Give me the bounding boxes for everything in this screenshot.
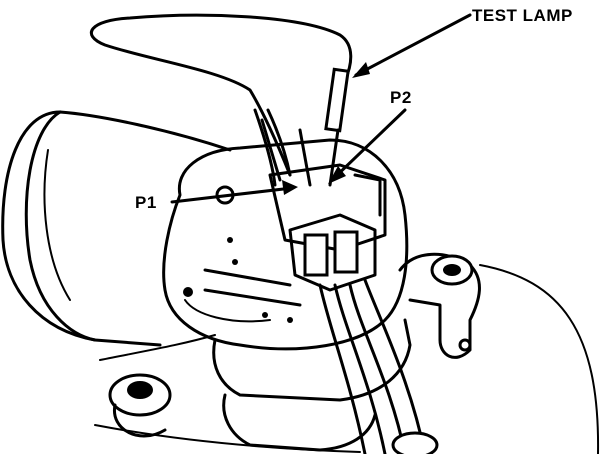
bottom-grommet (391, 431, 439, 454)
p1-label: P1 (135, 193, 157, 212)
mounting-bracket-right (398, 252, 600, 454)
test-lamp-leads (89, 13, 353, 187)
p2-label: P2 (390, 88, 412, 107)
callout-leaders (170, 13, 472, 204)
mounting-bracket-left (94, 334, 361, 453)
wire-harness (318, 278, 427, 454)
motor-housing (1, 110, 232, 347)
test-lamp-label: TEST LAMP (472, 6, 573, 25)
connector-block (268, 163, 387, 292)
